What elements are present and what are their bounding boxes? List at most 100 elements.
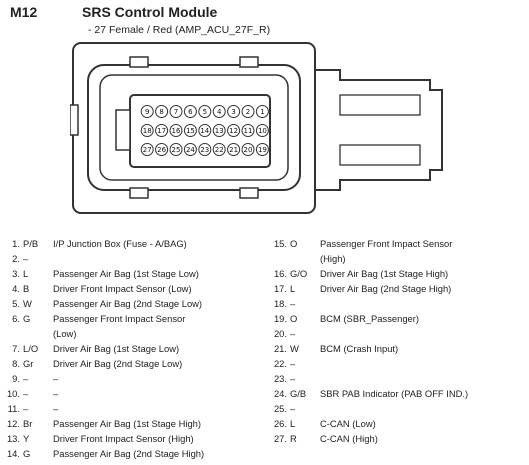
pin-cell [198,124,212,137]
pin-wire-color: – [290,328,296,339]
pin-number: 14 [200,127,209,135]
pin-description: Driver Front Impact Sensor (High) [53,433,194,444]
pin-row: 20.– [267,326,468,341]
pin-row: 22.– [267,356,468,371]
pin-row-number: 16. [273,268,287,279]
pin-description: – [53,373,59,384]
pin-number: 5 [203,108,207,116]
pin-row-number: 27. [273,433,287,444]
pin-row: (Low) [0,326,204,341]
pin-row-number [0,326,20,341]
pin-wire-color: – [290,373,296,384]
pin-row: 25.– [267,401,468,416]
pin-description: Passenger Front Impact Sensor [53,313,186,324]
pin-cell [212,143,226,156]
pin-number: 15 [186,127,195,135]
pin-number: 21 [229,146,238,154]
pin-number: 10 [258,127,267,135]
pin-cell [183,143,197,156]
pin-cell [140,105,154,118]
pin-row: 2.– [0,251,204,266]
pin-number: 26 [157,146,166,154]
pin-wire-color: L [290,283,296,294]
pin-description: Passenger Front Impact Sensor [320,238,453,249]
pin-description: – [53,388,59,399]
pin-row: 6.G Passenger Front Impact Sensor [0,311,204,326]
pin-row: 18.– [267,296,468,311]
pin-row-number: 20. [273,328,287,339]
pin-number: 25 [172,146,181,154]
pin-row: 9.–– [0,371,204,386]
pin-cell [155,105,169,118]
pin-row-number: 23. [273,373,287,384]
pin-description: Driver Air Bag (1st Stage High) [320,268,449,279]
pin-row-number [267,251,287,266]
pin-description: SBR PAB Indicator (PAB OFF IND.) [320,388,469,399]
pin-wire-color: – [290,298,296,309]
pin-cell [255,124,269,137]
pin-description: Passenger Air Bag (2nd Stage Low) [53,298,203,309]
pin-row-number: 25. [273,403,287,414]
pin-number: 4 [217,108,222,116]
pin-cell [241,143,255,156]
pin-row-number: 1. [12,238,20,249]
pin-wire-color: – [290,358,296,369]
extension-rib-bottom [339,144,421,166]
pin-cell [241,124,255,137]
pin-wire-color: – [23,403,29,414]
latch-top-right [239,56,259,68]
pin-wire-color: – [23,253,29,264]
pin-number: 2 [246,108,250,116]
pin-description: (Low) [53,328,77,339]
pin-cell [212,105,226,118]
pin-description: BCM (SBR_Passenger) [320,313,419,324]
pin-number: 3 [231,108,235,116]
pin-row-number: 11. [7,403,20,414]
pin-number: 18 [143,127,152,135]
pin-wire-color: – [290,403,296,414]
pin-cell [198,105,212,118]
pin-wire-color: O [290,313,298,324]
pin-row-number: 21. [273,343,287,354]
pin-row-number: 14. [6,448,20,459]
pin-wire-color: W [23,298,32,309]
pin-number: 13 [215,127,224,135]
pin-wire-color [287,251,320,266]
pin-cell [169,105,183,118]
pin-number: 22 [215,146,224,154]
pin-wire-color: G [23,313,31,324]
pin-description: C-CAN (Low) [320,418,376,429]
pin-number: 8 [159,108,163,116]
pin-row-number: 15. [273,238,287,249]
pin-description: I/P Junction Box (Fuse - A/BAG) [53,238,187,249]
pin-wire-color: O [290,238,298,249]
pin-number: 9 [145,108,149,116]
pin-row-number: 19. [273,313,287,324]
pin-cell [140,143,154,156]
pin-wire-color: G/B [290,388,307,399]
pin-number: 16 [172,127,181,135]
pin-number: 17 [157,127,166,135]
pin-row: 11.–– [0,401,204,416]
pin-row-number: 6. [12,313,20,324]
pin-description: Passenger Air Bag (1st Stage High) [53,418,201,429]
pin-row-number: 2. [12,253,20,264]
pin-description: C-CAN (High) [320,433,378,444]
connector-code: M12 [10,4,38,20]
pin-wire-color: G [23,448,31,459]
pin-number: 7 [174,108,178,116]
pin-row: (High) [267,251,468,266]
